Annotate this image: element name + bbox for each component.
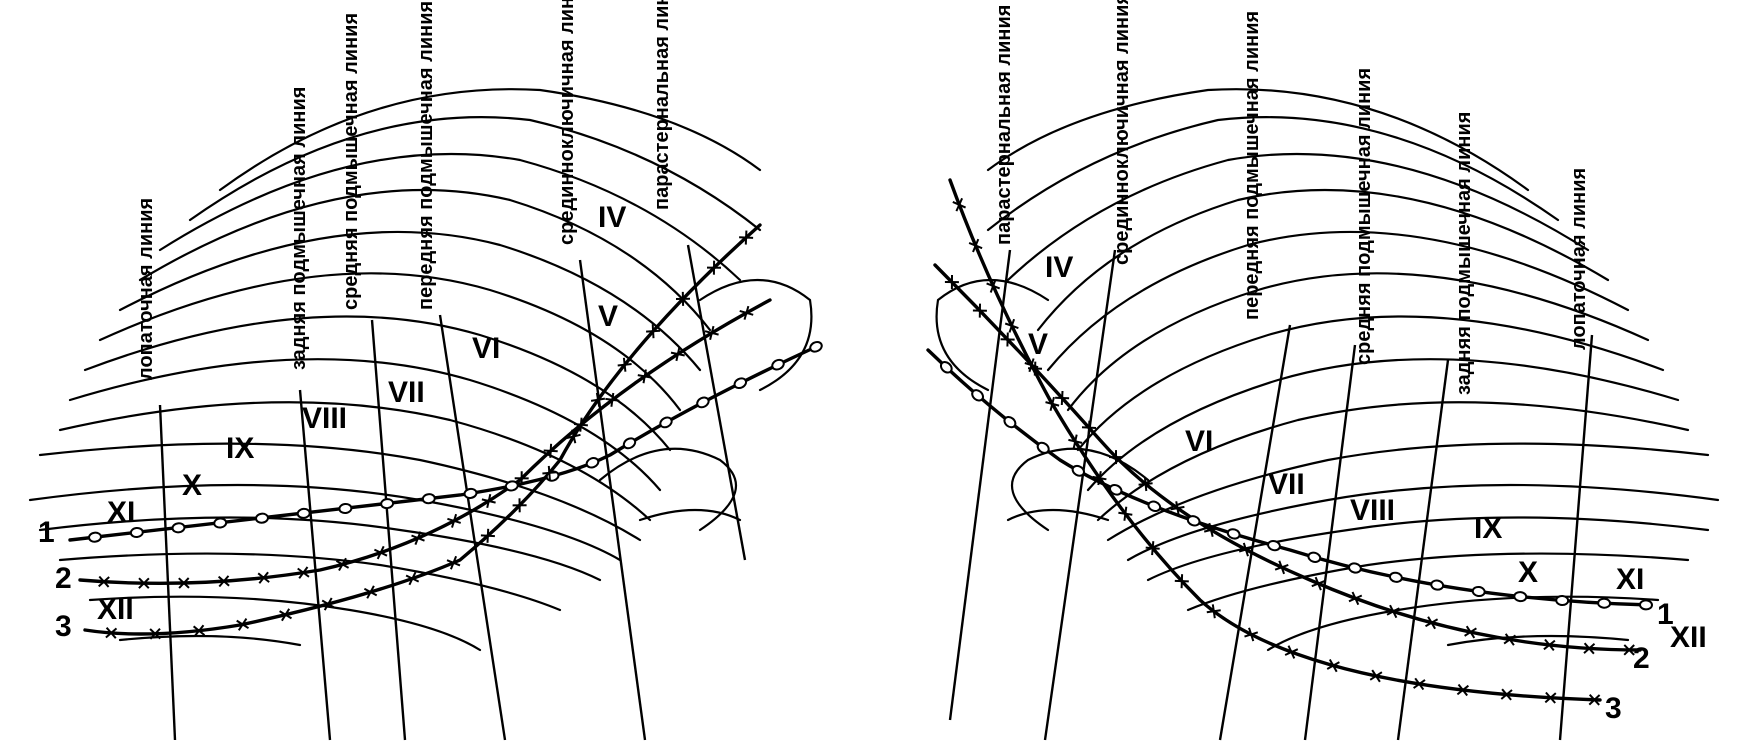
right-rib-viii: VIII — [1350, 494, 1395, 527]
left-border-2-tick-13-1 — [574, 424, 588, 425]
right-border-1-bead-14 — [1472, 586, 1485, 597]
right-border-2-tick-3-1 — [1035, 362, 1036, 376]
left-rib-xi: XI — [107, 496, 135, 529]
left-rib-xii: XII — [97, 593, 134, 626]
right-border-3-tick-9-1 — [1152, 541, 1153, 555]
right-border-1-bead-12 — [1389, 572, 1403, 583]
right-border-1-bead-13 — [1431, 580, 1444, 591]
right-border-1-bead-10 — [1307, 551, 1321, 563]
left-border-1-bead-0 — [89, 532, 102, 542]
right-rib-ix: IX — [1474, 512, 1502, 545]
left-rib-v: V — [598, 300, 618, 333]
left-border-1-bead-3 — [214, 518, 227, 528]
right-border-2-tick-7-1 — [1145, 477, 1146, 491]
right-border-lines — [928, 180, 1650, 700]
right-border-1-bead-7 — [1187, 515, 1201, 527]
left-border-3-tick-9-1 — [481, 535, 495, 536]
right-line-labels: парастернальная линия срединноключичная … — [993, 0, 1590, 395]
right-border-1-bead-15 — [1514, 591, 1527, 601]
left-border-1-bead-4 — [256, 513, 269, 523]
right-border-3-tick-11-1 — [1213, 604, 1215, 618]
left-rib-viii: VIII — [302, 402, 347, 435]
right-border-markers: 1 2 3 — [1605, 598, 1674, 725]
right-border-1-bead-11 — [1348, 562, 1362, 574]
right-rib-xi: XI — [1616, 563, 1644, 596]
right-border-1-bead-6 — [1147, 500, 1161, 513]
right-border-1-bead-8 — [1227, 528, 1241, 540]
left-border-3-tick-14-1 — [618, 364, 632, 366]
right-label-mid-axillary-line: средняя подмышечная линия — [1353, 68, 1375, 365]
right-border-2-tick-5-1 — [1089, 421, 1090, 435]
right-border-1-bead-18 — [1640, 600, 1652, 609]
left-border-1-bead-9 — [464, 488, 477, 499]
left-border-lines — [70, 225, 820, 634]
right-rib-v: V — [1028, 328, 1048, 361]
right-marker-2: 2 — [1633, 642, 1650, 675]
right-rib-xii: XII — [1670, 621, 1707, 654]
left-border-2-tick-12-1 — [544, 451, 558, 452]
right-border-3-tick-10-1 — [1182, 574, 1183, 588]
left-border-3-tick-15-1 — [646, 331, 660, 332]
left-border-1-bead-5 — [297, 508, 310, 518]
right-rib-iv: IV — [1045, 251, 1073, 284]
left-label-scapular-line: лопаточная линия — [135, 198, 157, 380]
right-border-1-bead-17 — [1598, 598, 1610, 608]
right-label-scapular-line: лопаточная линия — [1568, 168, 1590, 350]
left-border-3-tick-11-1 — [542, 472, 556, 473]
right-rib-vii: VII — [1268, 468, 1305, 501]
left-border-1-bead-18 — [809, 340, 824, 353]
left-label-posterior-axillary-line: задняя подмышечная линия — [288, 87, 310, 370]
left-marker-1: 1 — [38, 516, 55, 549]
right-label-posterior-axillary-line: задняя подмышечная линия — [1453, 112, 1475, 395]
right-marker-1: 1 — [1657, 598, 1674, 631]
left-border-markers: 1 2 3 — [38, 516, 72, 643]
left-marker-3: 3 — [55, 610, 72, 643]
left-border-3-tick-13-1 — [591, 399, 605, 401]
left-rib-ix: IX — [226, 432, 254, 465]
left-panel: лопаточная линия задняя подмышечная лини… — [30, 0, 823, 740]
left-border-1-bead-15 — [695, 396, 710, 410]
left-border-1-bead-2 — [172, 523, 185, 533]
left-label-anterior-axillary-line: передняя подмышечная линия — [415, 1, 437, 310]
right-label-midclavicular-line: срединноключичная линия — [1111, 0, 1133, 265]
left-rib-iv: IV — [598, 201, 626, 234]
left-topographic-lines — [160, 245, 745, 740]
left-border-2-tick-16-1 — [671, 353, 685, 356]
right-label-anterior-axillary-line: передняя подмышечная линия — [1241, 11, 1263, 320]
left-border-2-ticks — [99, 306, 754, 588]
left-border-1-bead-17 — [771, 358, 786, 371]
left-label-parasternal-line: парастернальная линия — [651, 0, 673, 210]
left-border-1-bead-8 — [422, 494, 435, 504]
left-rib-vi: VI — [472, 332, 500, 365]
right-rib-vi: VI — [1185, 425, 1213, 458]
left-label-mid-axillary-line: средняя подмышечная линия — [340, 13, 362, 310]
right-rib-x: X — [1518, 556, 1538, 589]
right-label-parasternal-line: парастернальная линия — [993, 5, 1015, 245]
right-border-2-tick-4-1 — [1062, 391, 1063, 405]
left-border-1-bead-12 — [585, 456, 599, 469]
left-rib-vii: VII — [388, 376, 425, 409]
left-rib-x: X — [182, 469, 202, 502]
left-border-3-tick-18-1 — [739, 237, 753, 238]
right-marker-3: 3 — [1605, 692, 1622, 725]
left-border-1-bead-16 — [733, 376, 748, 389]
right-border-3-tick-8-1 — [1124, 507, 1126, 521]
left-border-1-bead-6 — [339, 503, 352, 513]
left-marker-2: 2 — [55, 562, 72, 595]
right-panel: парастернальная линия срединноключичная … — [928, 0, 1718, 740]
left-label-midclavicular-line: срединноключичная линия — [556, 0, 578, 245]
left-border-1-bead-7 — [381, 498, 394, 508]
right-border-1-bead-16 — [1556, 596, 1569, 606]
